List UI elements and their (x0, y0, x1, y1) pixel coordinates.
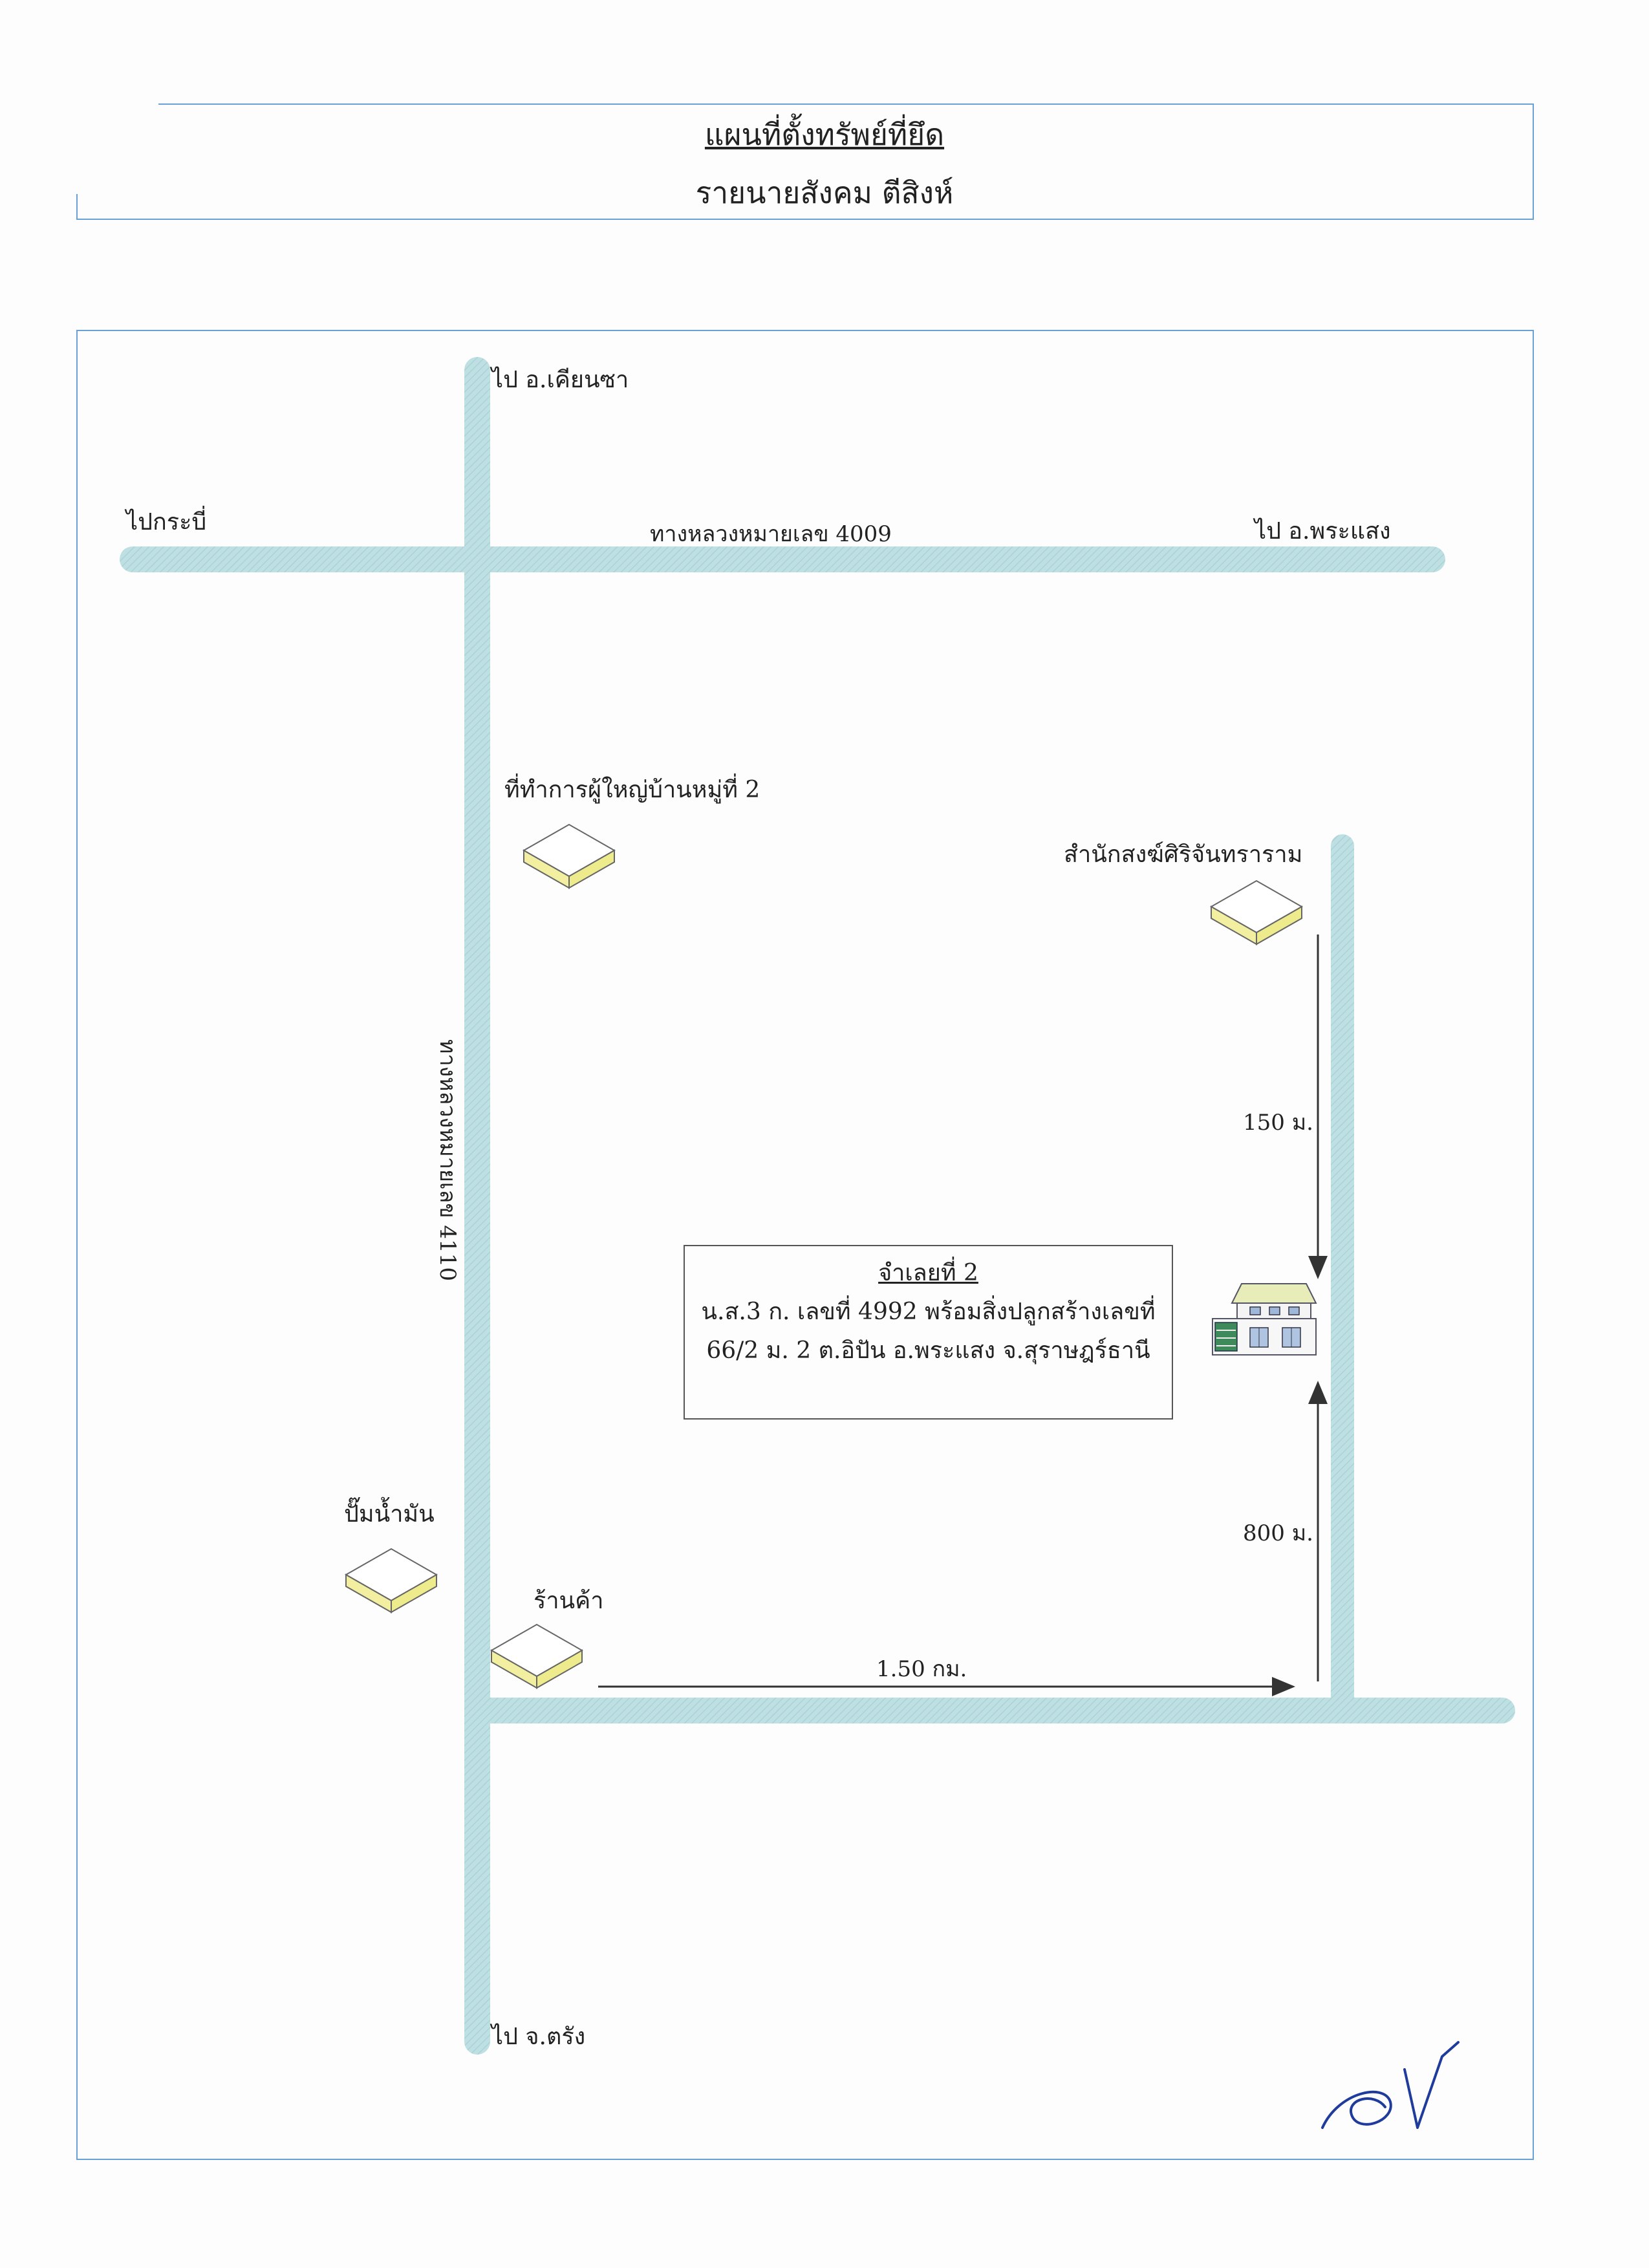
direction-to-khian-sa: ไป อ.เคียนซา (491, 367, 629, 393)
label-monastery: สำนักสงฆ์ศิริจันทราราม (1064, 841, 1303, 868)
distance-800m: 800 ม. (1243, 1520, 1313, 1546)
building-monastery (1209, 880, 1304, 945)
distance-150m: 150 ม. (1243, 1110, 1313, 1136)
road-4110-vertical (464, 357, 490, 2055)
signature (1321, 2041, 1460, 2129)
title-frame-top-rule (158, 103, 1534, 105)
map-subtitle: รายนายสังคม ตีสิงห์ (695, 175, 954, 210)
house-icon (1212, 1283, 1317, 1355)
building-village-head-office (522, 823, 616, 889)
label-village-head-office: ที่ทำการผู้ใหญ่บ้านหมู่ที่ 2 (504, 777, 760, 803)
direction-to-krabi: ไปกระบี่ (126, 509, 207, 535)
direction-to-trang: ไป จ.ตรัง (491, 2024, 586, 2050)
distance-1-5km: 1.50 กม. (876, 1656, 967, 1682)
property-defendant-title: จำเลยที่ 2 (878, 1260, 978, 1286)
road-4009-horizontal (120, 546, 1445, 572)
road-4110-label: ทางหลวงหมายเลข 4110 (435, 1039, 460, 1281)
map-title: แผนที่ตั้งทรัพย์ที่ยึด (704, 117, 945, 152)
road-right-vertical (1331, 834, 1354, 1714)
direction-to-phra-saeng: ไป อ.พระแสง (1255, 518, 1391, 545)
building-shop (490, 1623, 584, 1689)
property-address-line: 66/2 ม. 2 ต.อิปัน อ.พระแสง จ.สุราษฎร์ธาน… (706, 1337, 1150, 1364)
building-gas-station (344, 1548, 438, 1614)
title-frame-left-tick (76, 194, 78, 220)
map-frame (76, 330, 1534, 2160)
label-shop: ร้านค้า (534, 1588, 604, 1614)
property-info-box: จำเลยที่ 2 น.ส.3 ก. เลขที่ 4992 พร้อมสิ่… (684, 1245, 1173, 1420)
label-gas-station: ปั๊มน้ำมัน (344, 1501, 435, 1528)
road-4009-label: ทางหลวงหมายเลข 4009 (650, 521, 892, 547)
title-frame (76, 103, 1534, 220)
property-deed-line: น.ส.3 ก. เลขที่ 4992 พร้อมสิ่งปลูกสร้างเ… (701, 1299, 1156, 1325)
road-bottom-horizontal (477, 1698, 1515, 1723)
